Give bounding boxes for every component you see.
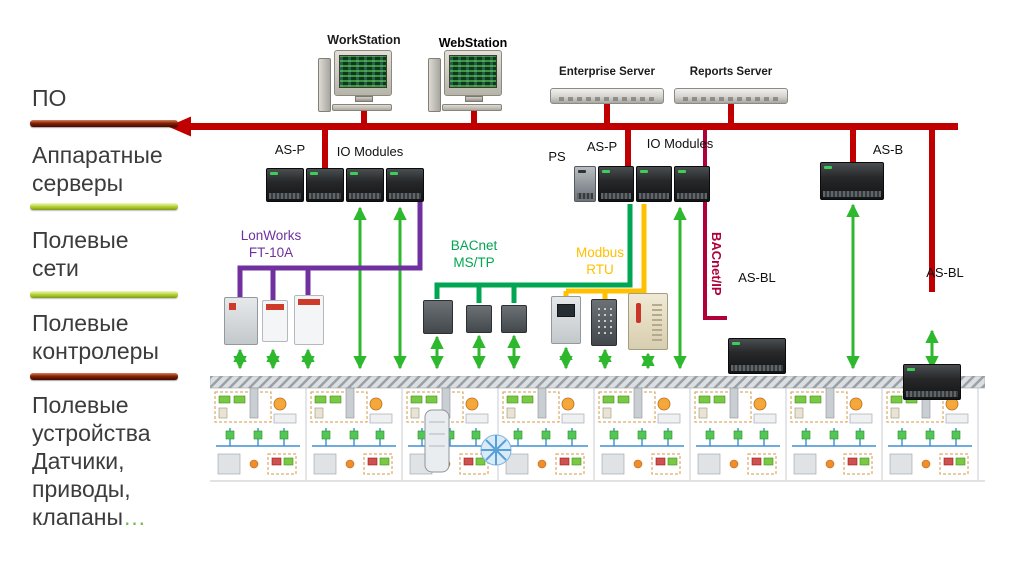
bacnet-device-1 — [423, 300, 453, 334]
divider-red-1 — [30, 120, 178, 127]
asbl-controller-mid — [728, 338, 786, 374]
label-enterprise-server: Enterprise Server — [559, 66, 655, 78]
label-lonworks: LonWorks FT-10A — [240, 228, 302, 260]
boiler-tank — [424, 409, 450, 473]
workstation-screen — [339, 55, 387, 88]
io-module — [346, 168, 384, 202]
webstation-keyboard — [442, 104, 502, 111]
lonworks-line — [237, 200, 423, 300]
sidebar-label-field-devices: Полевые устройства Датчики, приводы, кла… — [32, 391, 151, 531]
label-ps: PS — [548, 149, 566, 164]
workstation-stand — [355, 96, 373, 102]
asb-controller — [820, 162, 884, 200]
ps-power-supply — [574, 166, 596, 202]
asp-right-cluster — [574, 166, 710, 202]
label-asp-right: AS-P — [586, 139, 618, 154]
label-bacnet-ip: BACnet/IP — [709, 232, 724, 296]
asp-controller — [598, 166, 634, 202]
label-asb: AS-B — [872, 142, 904, 157]
io-module — [674, 166, 710, 202]
io-module — [636, 166, 672, 202]
webstation-screen — [449, 55, 497, 88]
label-io-modules-right: IO Modules — [646, 136, 714, 151]
webstation-tower — [428, 58, 441, 112]
lonworks-device-1 — [224, 297, 258, 345]
asp-controller — [266, 168, 304, 202]
bacnet-mstp-line — [434, 204, 633, 303]
io-module — [306, 168, 344, 202]
io-module — [386, 168, 424, 202]
label-asbl-right: AS-BL — [926, 265, 964, 280]
asp-left-cluster — [266, 168, 424, 202]
sidebar-label-hardware-servers: Аппаратные серверы — [32, 142, 163, 197]
workstation-keyboard — [332, 104, 392, 111]
modbus-energy-meter — [551, 296, 581, 344]
lonworks-device-3 — [294, 295, 324, 345]
enterprise-server-unit — [550, 88, 664, 104]
sidebar-label-software: ПО — [32, 85, 67, 111]
reports-server-unit — [674, 88, 788, 104]
ip-backbone-bus — [168, 104, 958, 292]
label-workstation: WorkStation — [327, 33, 401, 47]
ceiling-hatch — [210, 376, 985, 389]
webstation-monitor — [444, 50, 502, 96]
label-asbl-mid: AS-BL — [738, 270, 776, 285]
sidebar-label-field-controllers: Полевые контролеры — [32, 310, 159, 365]
field-devices-strip — [210, 376, 985, 482]
bacnet-device-2 — [466, 305, 492, 333]
bacnet-device-3 — [501, 305, 527, 333]
modbus-panel-device — [591, 299, 617, 346]
asbl-controller-right — [903, 364, 961, 400]
webstation-stand — [465, 96, 483, 102]
modbus-switchgear-box — [628, 293, 668, 350]
modbus-line — [563, 204, 647, 299]
lonworks-device-2 — [262, 300, 288, 342]
label-webstation: WebStation — [438, 36, 508, 50]
label-reports-server: Reports Server — [689, 66, 773, 78]
field-devices-text: Полевые устройства Датчики, приводы, кла… — [32, 392, 151, 531]
divider-green-1 — [30, 203, 178, 210]
label-modbus-rtu: Modbus RTU — [575, 245, 625, 277]
divider-red-2 — [30, 373, 178, 380]
workstation-tower — [318, 58, 331, 112]
label-io-modules-left: IO Modules — [336, 144, 404, 159]
backbone-drops — [322, 104, 935, 292]
field-link-arrows — [233, 203, 939, 370]
sidebar-label-field-networks: Полевые сети — [32, 227, 129, 282]
field-devices-ellipsis: … — [123, 504, 147, 531]
workstation-monitor — [334, 50, 392, 96]
label-asp-left: AS-P — [274, 142, 306, 157]
label-bacnet-mstp: BACnet MS/TP — [450, 238, 498, 270]
divider-green-2 — [30, 291, 178, 298]
